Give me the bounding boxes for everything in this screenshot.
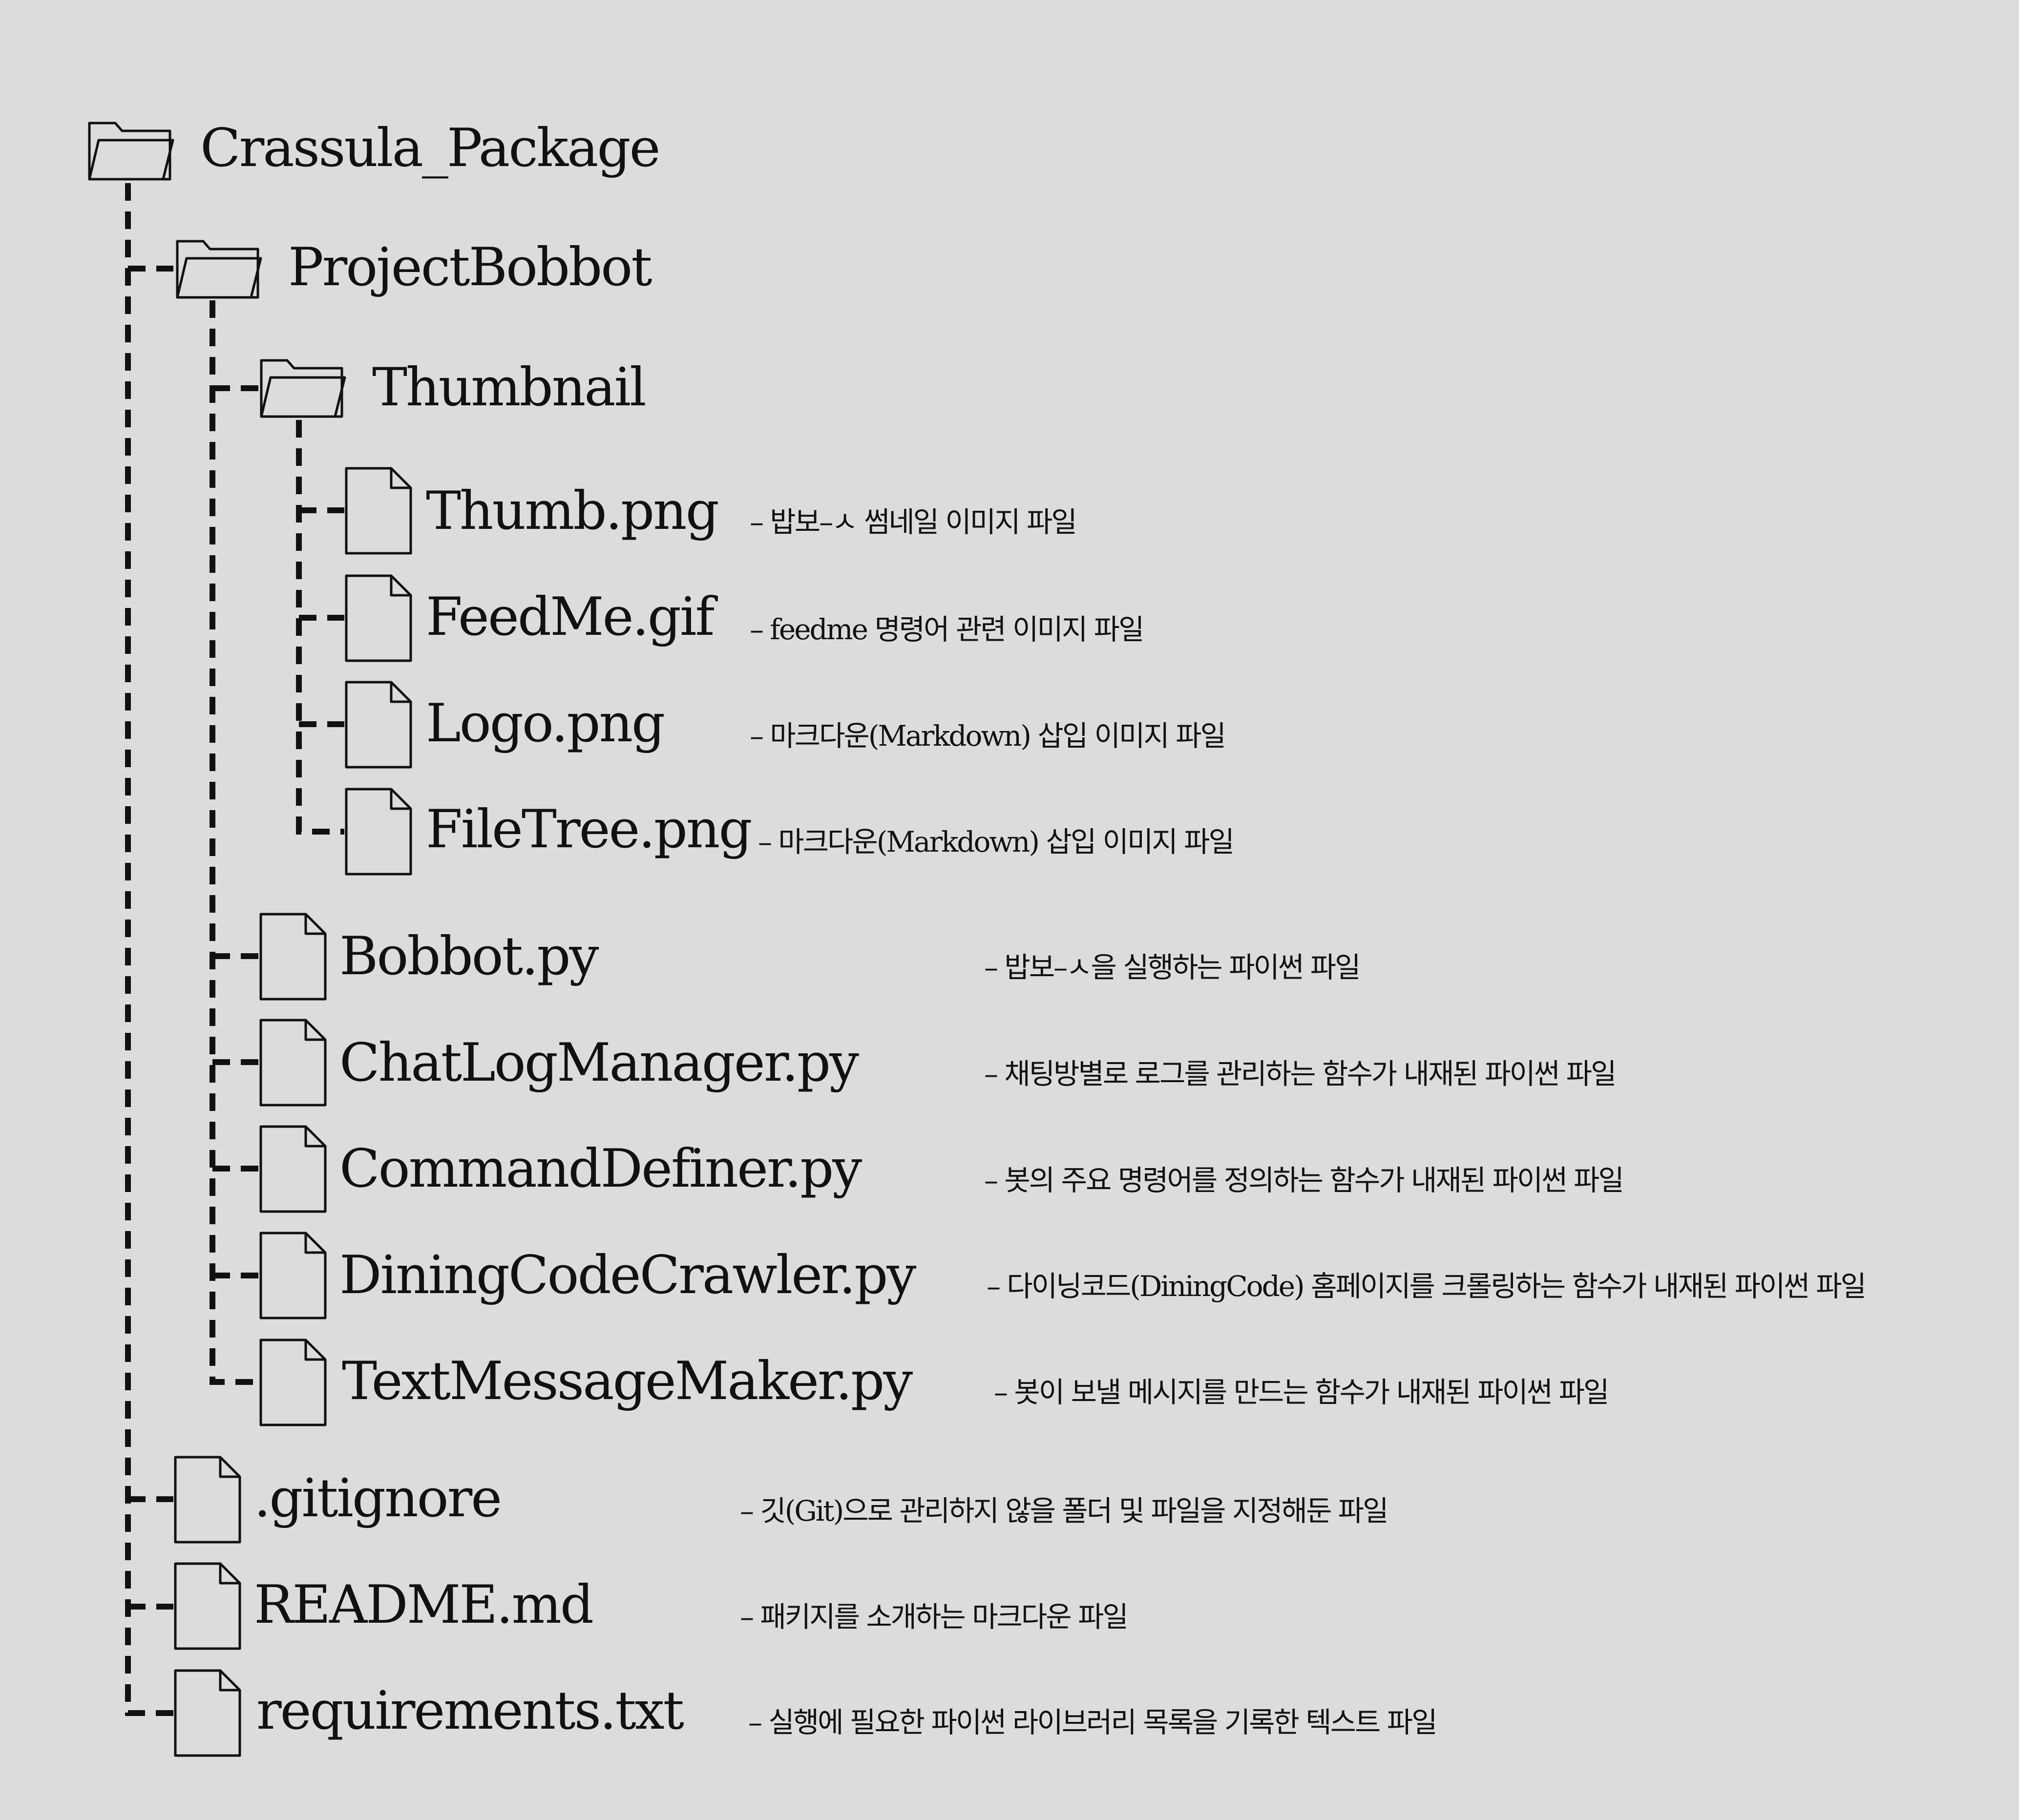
file-icon <box>259 1232 327 1319</box>
file-desc-gitignore: – 깃(Git)으로 관리하지 않을 폴더 및 파일을 지정해둔 파일 <box>740 1494 1388 1527</box>
file-icon <box>174 1669 241 1757</box>
file-desc-command-py: – 봇의 주요 명령어를 정의하는 함수가 내재된 파이썬 파일 <box>984 1164 1624 1197</box>
file-name-filetree-png[interactable]: FileTree.png <box>426 799 753 860</box>
file-name-thumb-png[interactable]: Thumb.png <box>426 481 719 542</box>
file-icon <box>345 467 412 555</box>
folder-name-root[interactable]: Crassula_Package <box>200 118 661 179</box>
file-icon <box>259 1019 327 1107</box>
file-desc-feedme-gif: – feedme 명령어 관련 이미지 파일 <box>750 613 1144 646</box>
folder-name-project[interactable]: ProjectBobbot <box>288 237 652 298</box>
file-name-bobbot-py[interactable]: Bobbot.py <box>339 926 599 987</box>
folder-icon <box>176 240 262 299</box>
connector-root <box>125 183 173 1716</box>
file-name-readme[interactable]: README.md <box>254 1574 594 1635</box>
file-desc-logo-png: – 마크다운(Markdown) 삽입 이미지 파일 <box>750 719 1226 753</box>
file-name-textmsg-py[interactable]: TextMessageMaker.py <box>342 1351 913 1412</box>
file-icon <box>259 1339 327 1426</box>
file-desc-readme: – 패키지를 소개하는 마크다운 파일 <box>740 1600 1129 1633</box>
file-name-command-py[interactable]: CommandDefiner.py <box>339 1138 862 1199</box>
connector-project <box>210 300 259 1385</box>
file-desc-filetree-png: – 마크다운(Markdown) 삽입 이미지 파일 <box>758 825 1235 858</box>
file-icon <box>174 1562 241 1650</box>
file-desc-dining-py: – 다이닝코드(DiningCode) 홈페이지를 크롤링하는 함수가 내재된 … <box>987 1270 1867 1303</box>
file-desc-chatlog-py: – 채팅방별로 로그를 관리하는 함수가 내재된 파이썬 파일 <box>984 1057 1617 1090</box>
file-icon <box>345 788 412 876</box>
file-name-chatlog-py[interactable]: ChatLogManager.py <box>339 1032 859 1093</box>
file-name-requirements[interactable]: requirements.txt <box>256 1680 684 1741</box>
file-desc-requirements: – 실행에 필요한 파이썬 라이브러리 목록을 기록한 텍스트 파일 <box>748 1706 1437 1739</box>
file-name-logo-png[interactable]: Logo.png <box>426 693 665 754</box>
file-name-feedme-gif[interactable]: FeedMe.gif <box>426 586 715 648</box>
file-icon <box>259 1125 327 1213</box>
file-desc-thumb-png: – 밥보–ㅅ 썸네일 이미지 파일 <box>750 505 1077 539</box>
file-desc-textmsg-py: – 봇이 보낼 메시지를 만드는 함수가 내재된 파이썬 파일 <box>994 1376 1609 1409</box>
file-name-gitignore[interactable]: .gitignore <box>254 1468 502 1529</box>
file-icon <box>345 574 412 662</box>
file-icon <box>345 681 412 769</box>
file-icon <box>174 1456 241 1544</box>
connector-thumbnail <box>296 420 344 835</box>
file-icon <box>259 913 327 1001</box>
file-name-dining-py[interactable]: DiningCodeCrawler.py <box>339 1245 916 1306</box>
folder-name-thumbnail[interactable]: Thumbnail <box>372 357 647 418</box>
folder-icon <box>260 359 346 418</box>
folder-icon <box>88 122 174 181</box>
file-desc-bobbot-py: – 밥보–ㅅ을 실행하는 파이썬 파일 <box>984 951 1361 984</box>
